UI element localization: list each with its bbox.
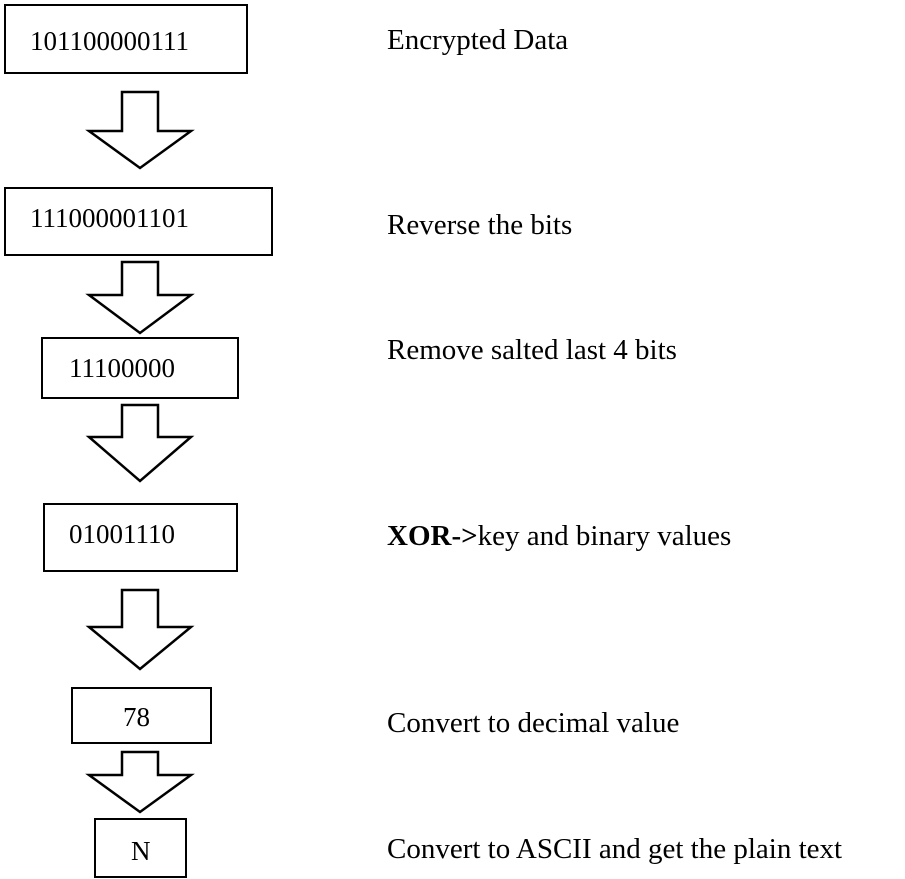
down-arrow-icon-4	[85, 588, 195, 671]
value-box-unsalted: 11100000	[41, 337, 239, 399]
value-text: 101100000111	[30, 26, 189, 56]
down-arrow-icon-2	[85, 260, 195, 335]
value-box-encrypted: 101100000111	[4, 4, 248, 74]
step-label-encrypted: Encrypted Data	[387, 24, 569, 56]
down-arrow-icon-5	[85, 750, 195, 814]
value-text: 78	[123, 702, 150, 732]
value-box-xor: 01001110	[43, 503, 238, 572]
value-text: N	[131, 836, 151, 866]
xor-operator-text: XOR->	[387, 520, 478, 552]
value-box-decimal: 78	[71, 687, 212, 744]
step-label-ascii: Convert to ASCII and get the plain text	[387, 833, 843, 865]
step-label-decimal: Convert to decimal value	[387, 707, 680, 739]
step-label-xor: XOR->key and binary values	[387, 520, 732, 552]
down-arrow-icon-1	[85, 90, 195, 170]
value-text: 11100000	[69, 353, 175, 383]
value-box-ascii: N	[94, 818, 187, 878]
value-text: 01001110	[69, 519, 175, 549]
step-label-remove-salt: Remove salted last 4 bits	[387, 334, 677, 366]
step-label-reverse: Reverse the bits	[387, 209, 573, 241]
value-text: 111000001101	[30, 203, 189, 233]
down-arrow-icon-3	[85, 403, 195, 483]
value-box-reversed: 111000001101	[4, 187, 273, 256]
